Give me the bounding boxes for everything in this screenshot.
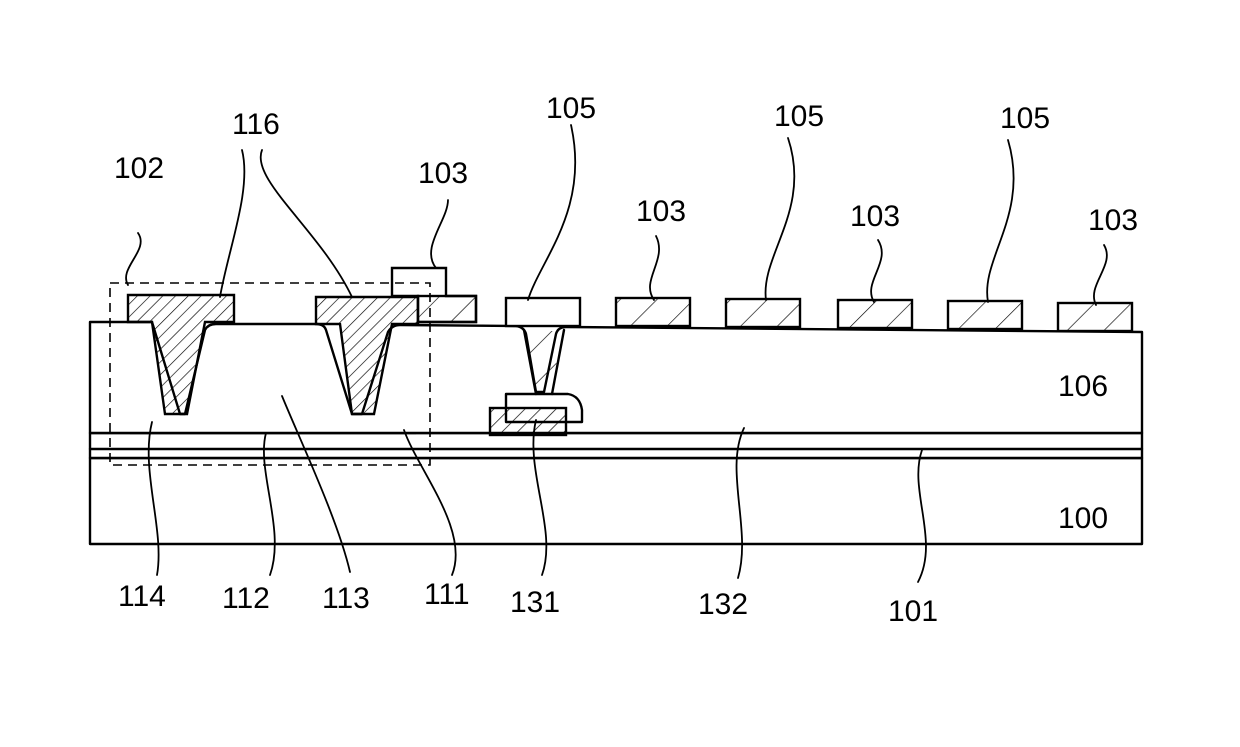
insulating-film-106 — [90, 322, 1142, 433]
label-132: 132 — [698, 588, 748, 621]
label-103-third: 103 — [850, 200, 900, 233]
label-101: 101 — [888, 595, 938, 628]
pad-103-second — [616, 298, 690, 326]
label-106: 106 — [1058, 370, 1108, 403]
label-112: 112 — [222, 582, 270, 615]
label-105-second: 105 — [774, 100, 824, 133]
pad-103-fourth — [1058, 303, 1132, 331]
pad-105-third — [948, 301, 1022, 329]
label-116: 116 — [232, 108, 280, 141]
label-103-first: 103 — [418, 157, 468, 190]
label-102: 102 — [114, 152, 164, 185]
label-111: 111 — [424, 578, 470, 611]
base-layer-101 — [90, 433, 1142, 458]
label-103-second: 103 — [636, 195, 686, 228]
substrate-100 — [90, 458, 1142, 544]
label-113: 113 — [322, 582, 370, 615]
label-103-fourth: 103 — [1088, 204, 1138, 237]
label-105-first: 105 — [546, 92, 596, 125]
pad-105-first — [506, 298, 580, 326]
label-100: 100 — [1058, 502, 1108, 535]
label-131: 131 — [510, 586, 560, 619]
pad-103-third — [838, 300, 912, 328]
label-114: 114 — [118, 580, 166, 613]
electrode-131 — [490, 408, 566, 435]
label-105-third: 105 — [1000, 102, 1050, 135]
pad-105-second — [726, 299, 800, 327]
